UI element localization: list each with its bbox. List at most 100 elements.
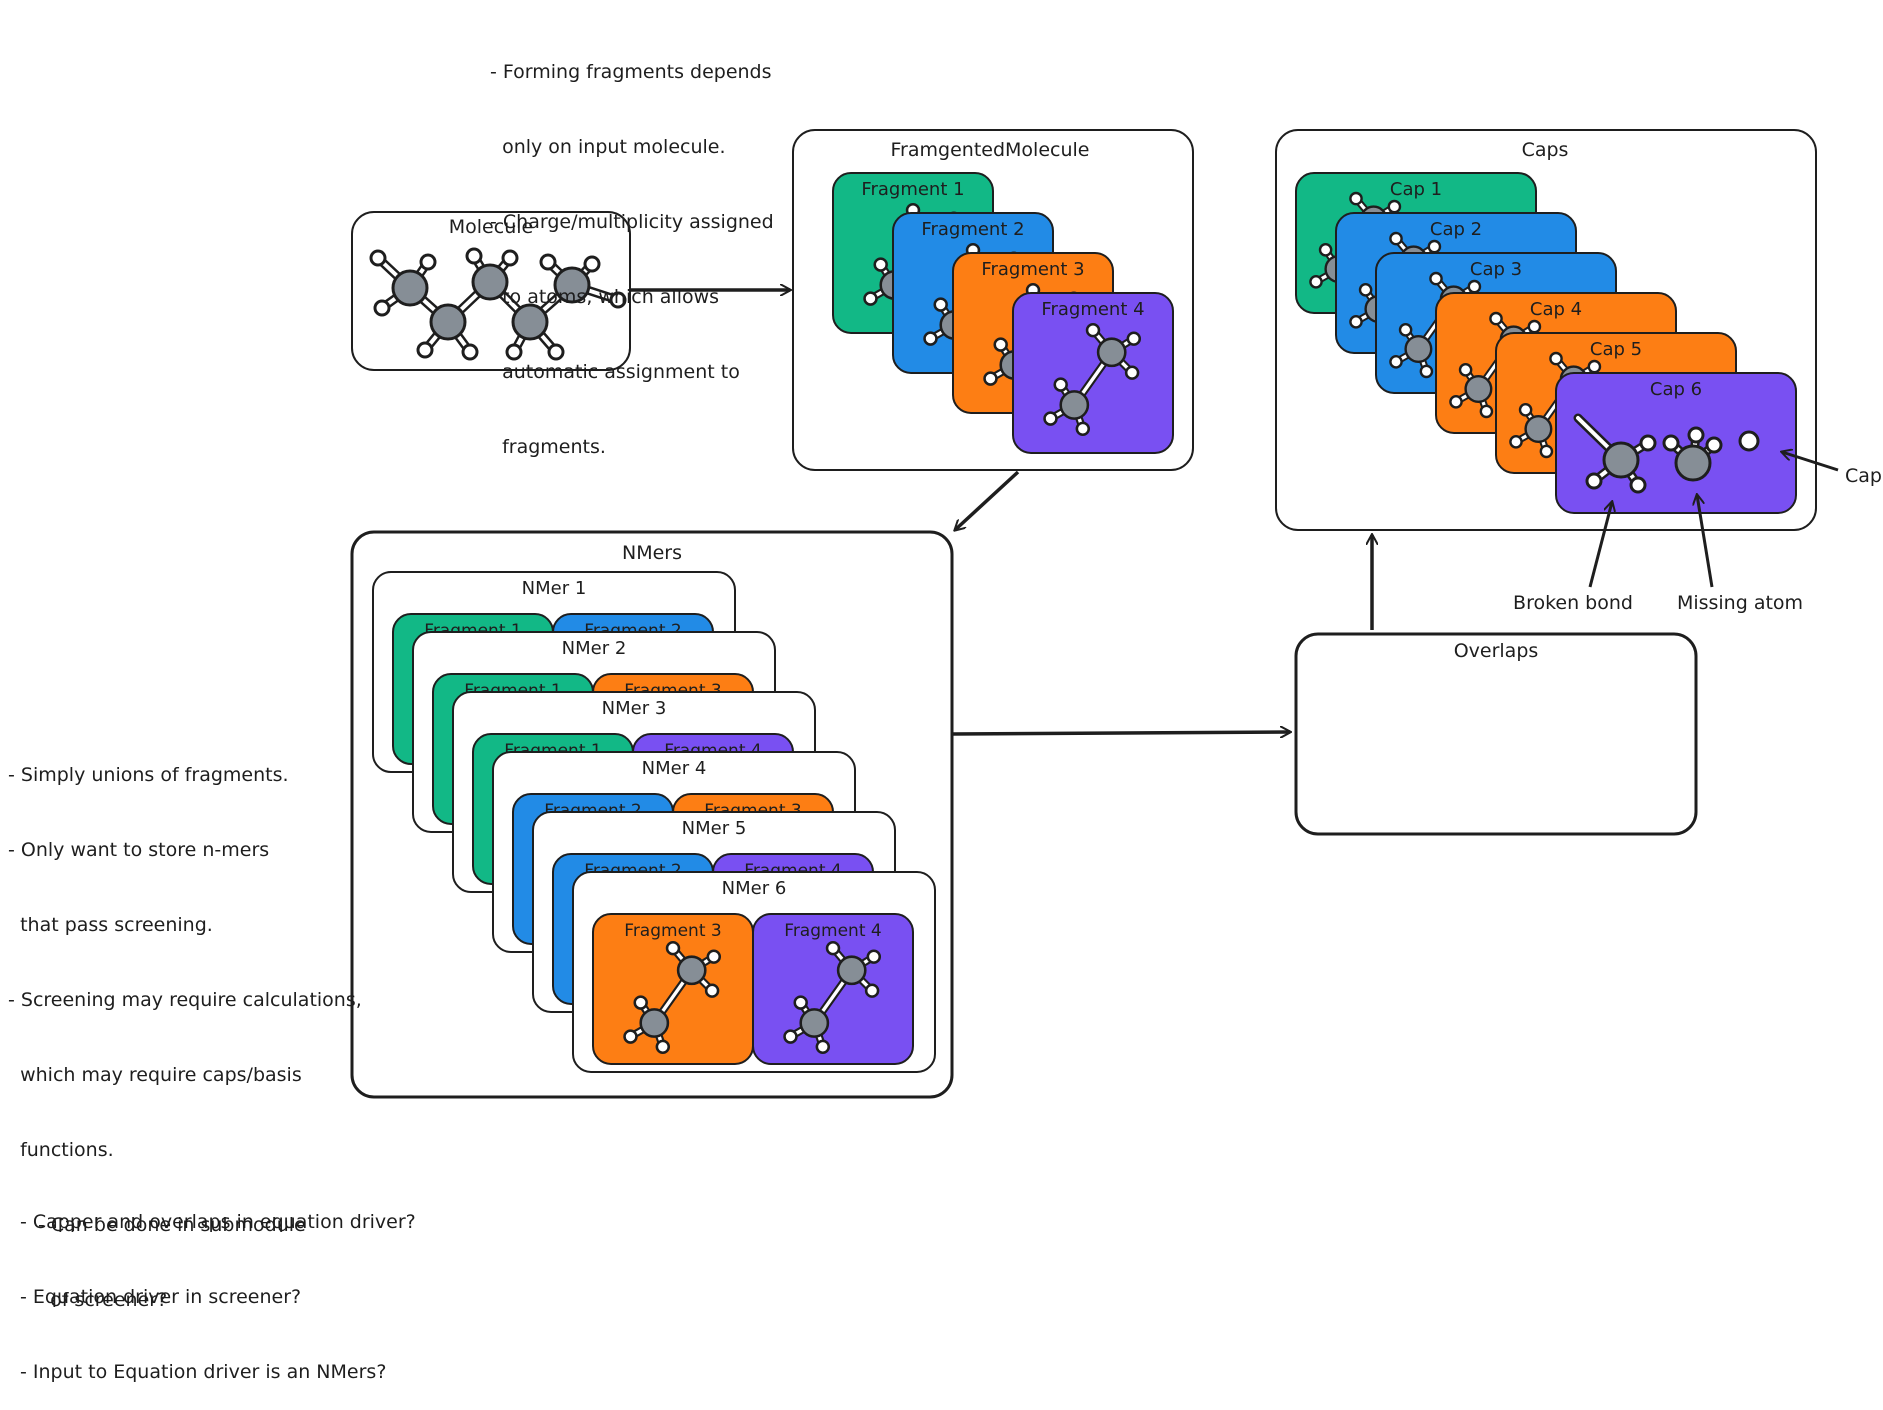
ethane-icon [623, 940, 722, 1055]
carbon-atom [429, 303, 467, 341]
hydrogen-atom [1309, 275, 1323, 289]
missing-atom-label: Missing atom [1677, 592, 1803, 614]
hydrogen-atom [461, 343, 479, 361]
hydrogen-atom [983, 371, 998, 386]
hydrogen-atom [1349, 315, 1363, 329]
hydrogen-atom [1687, 426, 1705, 444]
hydrogen-atom [933, 297, 948, 312]
note-line: which may require caps/basis [8, 1064, 302, 1086]
nmer-card-label: NMer 6 [722, 878, 787, 899]
hydrogen-atom [1489, 311, 1503, 326]
note-line: - Input to Equation driver is an NMers? [20, 1361, 387, 1383]
hydrogen-atom [825, 940, 841, 956]
hydrogen-atom [416, 341, 434, 359]
note-line: to atoms, which allows [490, 286, 720, 308]
broken-bond-fragment-icon [1573, 413, 1657, 494]
butane-molecule-icon [369, 247, 627, 361]
hydrogen-atom [1318, 242, 1333, 257]
nmers-box-title: NMers [622, 542, 682, 564]
hydrogen-atom [465, 247, 483, 265]
arrow-fragmented-to-nmers [955, 470, 1020, 530]
carbon-atom [639, 1008, 670, 1038]
carbon-atom [1674, 444, 1712, 482]
nmer-card-label: NMer 1 [522, 578, 587, 599]
cap-card-label: Cap 4 [1530, 299, 1582, 320]
hydrogen-atom [583, 255, 601, 273]
molecule-box-title: Molecule [449, 216, 533, 238]
fragment-card-label: Fragment 2 [921, 219, 1024, 240]
carbon-atom [553, 266, 591, 304]
hydrogen-atom [373, 299, 391, 317]
carbon-atom [1602, 441, 1640, 479]
hydrogen-atom [1427, 239, 1442, 254]
arrow-nmers-to-overlaps [952, 732, 1290, 734]
nmer-card-label: NMer 3 [602, 698, 667, 719]
cap-pointer-arrow [1782, 452, 1839, 472]
hydrogen-atom [1705, 436, 1723, 454]
nmer-fragment-label: Fragment 3 [624, 921, 721, 941]
missing-atom-pointer-arrow [1697, 495, 1714, 588]
note-line: - Only want to store n-mers [8, 839, 270, 861]
hydrogen-atom [1398, 322, 1413, 337]
nmer-fragment-label: Fragment 4 [784, 921, 881, 941]
broken-bond-label: Broken bond [1513, 592, 1633, 614]
hydrogen-atom [1124, 365, 1140, 380]
hydrogen-atom [665, 940, 681, 956]
caps-box-title: Caps [1522, 139, 1569, 161]
carbon-atom [836, 955, 867, 986]
hydrogen-atom [1458, 362, 1473, 377]
hydrogen-atom [1662, 434, 1680, 452]
cap-card-label: Cap 5 [1590, 339, 1642, 360]
carbon-atom [1464, 375, 1493, 404]
nmer-card: NMer 6 Fragment 3 Fragment 4 [572, 871, 936, 1073]
cap-card-label: Cap 1 [1390, 179, 1442, 200]
nmer-card-label: NMer 4 [642, 758, 707, 779]
hydrogen-atom [1479, 404, 1494, 419]
carbon-atom [511, 303, 549, 341]
hydrogen-atom [1075, 421, 1091, 437]
ethane-icon [783, 940, 882, 1055]
overlaps-box: Overlaps [1294, 632, 1698, 836]
hydrogen-atom [704, 983, 720, 998]
hydrogen-atom [547, 343, 565, 361]
hydrogen-atom [1419, 364, 1434, 379]
carbon-atom [799, 1008, 830, 1038]
cap-annotations: Cap Broken bond Missing atom [1513, 452, 1882, 614]
carbon-atom [1404, 335, 1433, 364]
hydrogen-atom [623, 1029, 638, 1044]
note-line: only on input molecule. [490, 136, 726, 158]
hydrogen-atom [1085, 322, 1101, 338]
note-line: - Forming fragments depends [490, 61, 772, 83]
hydrogen-atom [1358, 282, 1373, 297]
nmer-card-label: NMer 5 [682, 818, 747, 839]
hydrogen-atom [706, 949, 722, 964]
connector-arrows [630, 290, 1372, 734]
hydrogen-atom [1349, 191, 1363, 206]
hydrogen-atom [866, 949, 882, 964]
carbon-atom [471, 263, 509, 301]
carbon-atom [676, 955, 707, 986]
hydrogen-atom [655, 1039, 671, 1055]
nmer-card-label: NMer 2 [562, 638, 627, 659]
hydrogen-atom [1539, 444, 1554, 459]
fragment-card-label: Fragment 4 [1041, 299, 1144, 320]
hydrogen-atom [505, 343, 523, 361]
hydrogen-atom [1527, 319, 1542, 334]
missing-atom-fragment-icon [1662, 426, 1723, 482]
nmer-fragment: Fragment 4 [752, 913, 914, 1065]
diagram-canvas: Molecule FramgentedMolecule Fragment 1Fr… [350, 129, 1882, 1099]
hydrogen-atom [923, 331, 938, 346]
hydrogen-atom [1043, 411, 1058, 426]
overlaps-box-title: Overlaps [1454, 640, 1539, 662]
note-line: - Charge/multiplicity assigned [490, 211, 774, 233]
hydrogen-atom [419, 253, 437, 271]
cap-hydrogen-icon [1738, 430, 1760, 452]
note-line: - Equation driver in screener? [20, 1286, 302, 1308]
hydrogen-atom [873, 257, 888, 272]
hydrogen-atom [1629, 476, 1647, 494]
hydrogen-atom [1449, 395, 1463, 409]
carbon-atom [1059, 390, 1090, 420]
